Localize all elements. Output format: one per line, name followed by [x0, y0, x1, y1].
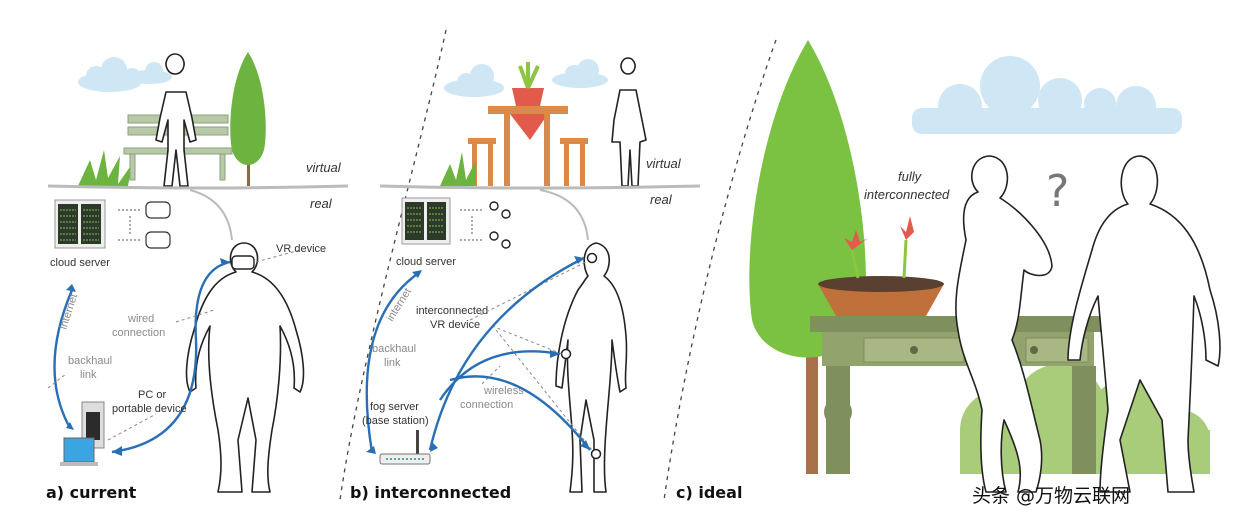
- backhaul-label-1: backhaul: [372, 343, 416, 355]
- ground-line: [47, 184, 349, 190]
- man-silhouette: [1067, 155, 1221, 493]
- table-icon: [810, 316, 1106, 474]
- backhaul-pointer: [47, 373, 67, 389]
- fog-label-2: (base station): [362, 415, 429, 427]
- vr-headset-icon: [231, 255, 255, 270]
- ivr-label-2: VR device: [430, 319, 480, 331]
- pc-icon: [60, 401, 105, 466]
- tree-icon: [749, 40, 866, 474]
- pc-pointer: [107, 413, 157, 441]
- fully-label-2: interconnected: [864, 187, 950, 202]
- ivr-pointers: [469, 261, 593, 451]
- panel-b-interconnected: virtual real cloud server internet backh…: [350, 57, 701, 502]
- panel-divider: [663, 39, 777, 501]
- wearable-node-icon: [560, 252, 602, 460]
- panel-c-title: c) ideal: [676, 483, 742, 502]
- backhaul-label-2: link: [384, 357, 401, 369]
- vr-pointer: [255, 249, 301, 263]
- cloud-icon: [912, 56, 1182, 134]
- wireless-link-leg: [449, 375, 591, 451]
- device-node-icon: [489, 201, 511, 249]
- virtual-avatar: [155, 53, 197, 187]
- backhaul-label-1: backhaul: [68, 355, 112, 367]
- sync-arrows: [118, 209, 140, 241]
- cloud-server-label: cloud server: [396, 256, 456, 268]
- pc-label-1: PC or: [138, 389, 166, 401]
- bush-icon: [440, 152, 476, 186]
- ground-line: [379, 184, 701, 190]
- tree-icon: [230, 52, 266, 186]
- flower-pot-icon: [818, 216, 944, 316]
- cloud-icon: [78, 57, 172, 92]
- fog-label-1: fog server: [370, 401, 419, 413]
- internet-link: [53, 289, 74, 429]
- cloud-server-icon: [401, 197, 451, 245]
- backhaul-label-2: link: [80, 369, 97, 381]
- virtual-label: virtual: [646, 156, 682, 171]
- internet-link: [365, 271, 421, 453]
- vr-user-silhouette: [185, 242, 305, 493]
- wireless-label-1: wireless: [483, 385, 524, 397]
- wired-label-1: wired: [127, 313, 154, 325]
- wired-label-2: connection: [112, 327, 165, 339]
- table-icon: [468, 106, 588, 186]
- cloud-server-icon: [54, 199, 106, 249]
- panel-c-ideal: fully interconnected ? c) ideal: [676, 40, 1221, 502]
- cloud-icon: [444, 59, 608, 97]
- panel-b-title: b) interconnected: [350, 483, 511, 502]
- wireless-pointer: [481, 365, 501, 385]
- sync-arrows: [460, 209, 482, 241]
- projection-curve: [539, 189, 589, 241]
- panel-a-title: a) current: [46, 483, 137, 502]
- wireless-link-hand: [439, 350, 561, 401]
- wired-pointer: [175, 309, 215, 323]
- question-mark: ?: [1046, 166, 1069, 217]
- virtual-avatar: [611, 57, 647, 187]
- link-arrowheads: [430, 256, 590, 452]
- woman-silhouette: [955, 155, 1053, 493]
- real-label: real: [310, 196, 333, 211]
- wired-link: [111, 260, 231, 454]
- pc-label-2: portable device: [112, 403, 187, 415]
- wireless-link-head: [428, 256, 585, 451]
- panel-a-current: virtual real cloud server VR device inte…: [46, 52, 349, 502]
- internet-label: internet: [57, 292, 80, 331]
- projection-curve: [189, 189, 233, 241]
- watermark: 头条 @万物云联网: [972, 485, 1130, 507]
- fully-label-1: fully: [898, 169, 923, 184]
- virtual-label: virtual: [306, 160, 342, 175]
- panel-divider: [339, 29, 447, 501]
- ivr-label-1: interconnected: [416, 305, 488, 317]
- cloud-server-label: cloud server: [50, 257, 110, 269]
- bush-icon: [78, 150, 132, 186]
- router-icon: [379, 430, 431, 465]
- plant-pot-icon: [512, 62, 544, 106]
- headset-icon: [145, 201, 171, 249]
- vr-device-label: VR device: [276, 243, 326, 255]
- real-label: real: [650, 192, 673, 207]
- wireless-label-2: connection: [460, 399, 513, 411]
